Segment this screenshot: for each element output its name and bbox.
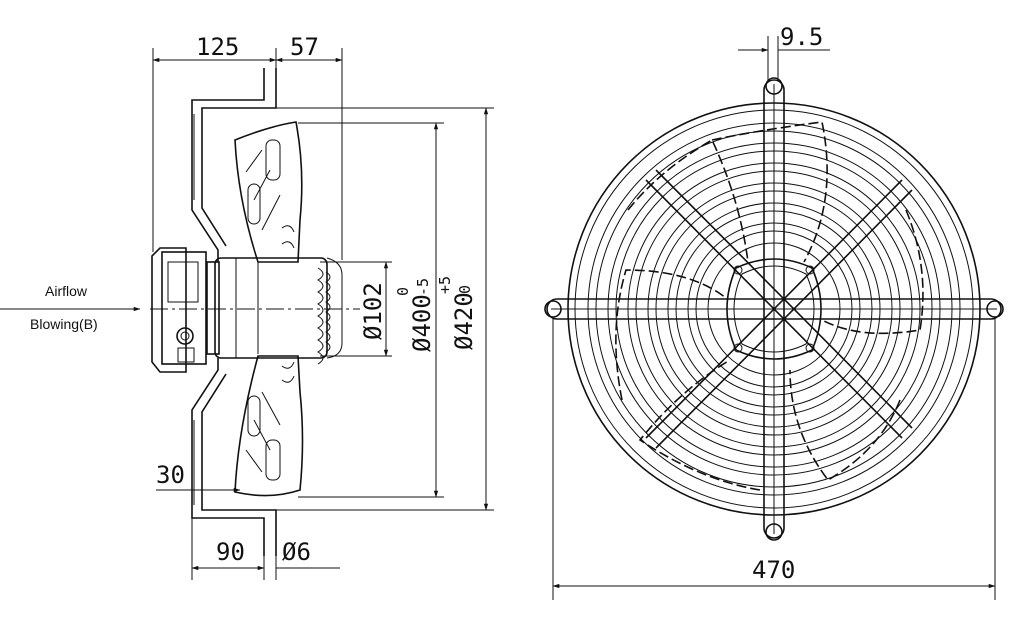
dim-30: 30 — [156, 461, 185, 489]
mounting-tabs — [544, 77, 1004, 541]
airflow-indicator: Airflow Blowing(B) — [0, 283, 141, 332]
dia-400-upper-tol: 0 — [394, 287, 412, 296]
side-view: Airflow Blowing(B) — [0, 33, 494, 580]
hub — [726, 258, 822, 360]
dia-400-lower-tol: -5 — [414, 278, 432, 296]
dia-420-upper-tol: +5 — [436, 276, 454, 294]
blowing-label: Blowing(B) — [30, 316, 98, 332]
dia-102-callout: Ø102 — [320, 261, 392, 357]
dim-9-5-callout: 9.5 — [738, 23, 830, 80]
dia-420: Ø420 — [450, 292, 478, 350]
dim-90: 90 — [216, 538, 245, 566]
dia-400-callout: Ø400 0 -5 — [298, 122, 444, 498]
mounting-plate-profile — [191, 68, 265, 556]
motor-cooling-fins — [317, 257, 343, 365]
motor-rotor — [214, 257, 328, 359]
dim-57: 57 — [290, 33, 319, 61]
dim-phi6: Ø6 — [282, 538, 311, 566]
dim-470-callout: 470 — [552, 318, 996, 600]
top-dimensions: 125 57 — [152, 33, 343, 260]
dia-420-lower-tol: 0 — [456, 285, 474, 294]
bottom-dimensions: 90 Ø6 — [191, 518, 340, 580]
dia-420-callout: Ø420 +5 0 — [276, 107, 494, 511]
guard-radial-wires — [546, 79, 1002, 539]
front-view: 9.5 470 — [544, 23, 1004, 600]
airflow-label: Airflow — [45, 283, 88, 299]
fan-blade-upper — [234, 121, 303, 263]
terminal-box — [151, 247, 207, 373]
dia-400: Ø400 — [408, 294, 436, 352]
dim-470: 470 — [752, 556, 795, 584]
dim-125: 125 — [196, 33, 239, 61]
dim-9-5: 9.5 — [780, 23, 823, 51]
dia-102: Ø102 — [359, 282, 387, 340]
dim-30-callout: 30 — [156, 461, 241, 493]
fan-blade-lower — [234, 355, 304, 497]
